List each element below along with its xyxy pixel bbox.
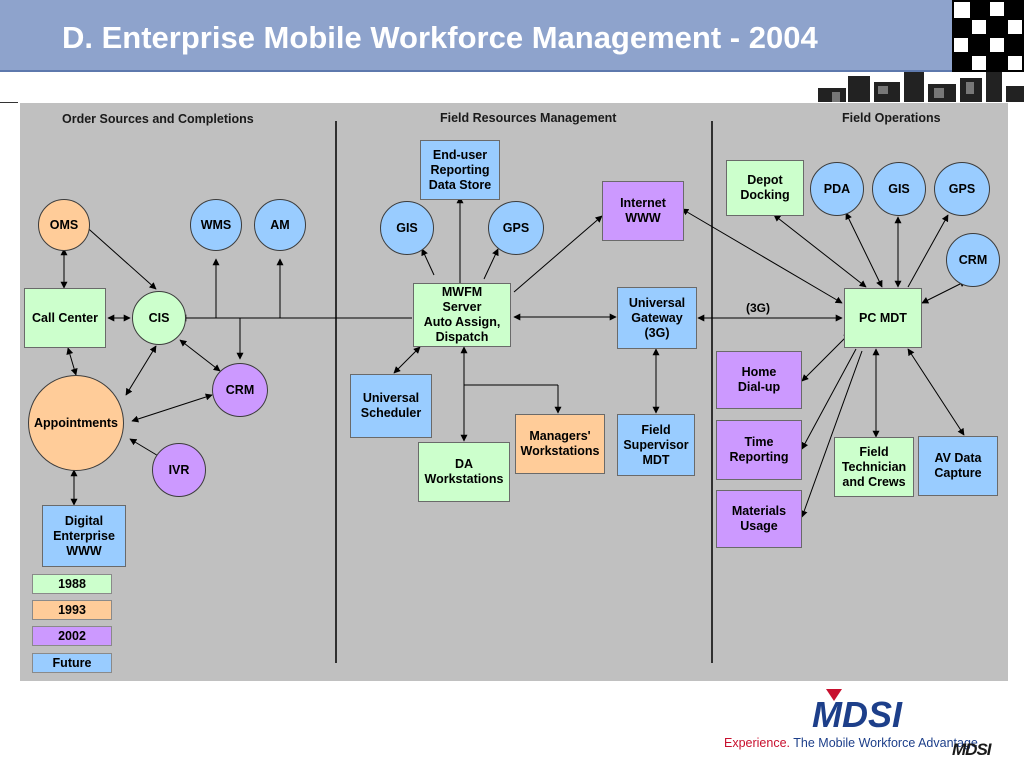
header-bar: D. Enterprise Mobile Workforce Managemen… bbox=[0, 0, 1024, 72]
node-materials-usage: Materials Usage bbox=[716, 490, 802, 548]
slide-title: D. Enterprise Mobile Workforce Managemen… bbox=[62, 20, 818, 55]
legend-future: Future bbox=[32, 653, 112, 673]
node-ivr: IVR bbox=[152, 443, 206, 497]
legend-1988: 1988 bbox=[32, 574, 112, 594]
node-pda: PDA bbox=[810, 162, 864, 216]
node-field-supervisor: Field Supervisor MDT bbox=[617, 414, 695, 476]
legend-2002: 2002 bbox=[32, 626, 112, 646]
node-gps-right: GPS bbox=[934, 162, 990, 216]
left-tick-line bbox=[0, 102, 18, 103]
section-title-field-resources: Field Resources Management bbox=[440, 111, 617, 125]
node-pc-mdt: PC MDT bbox=[844, 288, 922, 348]
node-universal-scheduler: Universal Scheduler bbox=[350, 374, 432, 438]
node-managers-workstations: Managers' Workstations bbox=[515, 414, 605, 474]
tagline-red: Experience. bbox=[724, 736, 791, 750]
node-da-workstations: DA Workstations bbox=[418, 442, 510, 502]
node-oms: OMS bbox=[38, 199, 90, 251]
connector-layer bbox=[60, 121, 967, 663]
tagline: Experience. The Mobile Workforce Advanta… bbox=[724, 736, 978, 750]
node-crm-right: CRM bbox=[946, 233, 1000, 287]
node-gps-center: GPS bbox=[488, 201, 544, 255]
node-cis: CIS bbox=[132, 291, 186, 345]
node-digital-enterprise: Digital Enterprise WWW bbox=[42, 505, 126, 567]
node-home-dialup: Home Dial-up bbox=[716, 351, 802, 409]
legend-1993: 1993 bbox=[32, 600, 112, 620]
corner-grid-decoration bbox=[952, 0, 1024, 72]
node-internet: Internet WWW bbox=[602, 181, 684, 241]
photo-strip-decoration bbox=[818, 72, 1024, 102]
node-appointments: Appointments bbox=[28, 375, 124, 471]
node-gis-center: GIS bbox=[380, 201, 434, 255]
node-am: AM bbox=[254, 199, 306, 251]
node-call-center: Call Center bbox=[24, 288, 106, 348]
node-universal-gateway: Universal Gateway (3G) bbox=[617, 287, 697, 349]
node-mwfm-server: MWFM Server Auto Assign, Dispatch bbox=[413, 283, 511, 347]
connectors bbox=[60, 196, 967, 518]
mdsi-logo: MDSI bbox=[812, 689, 903, 731]
diagram-canvas: Order Sources and Completions Field Reso… bbox=[20, 103, 1008, 681]
node-gis-right: GIS bbox=[872, 162, 926, 216]
node-av-data-capture: AV Data Capture bbox=[918, 436, 998, 496]
node-field-technician: Field Technician and Crews bbox=[834, 437, 914, 497]
header-rule bbox=[0, 70, 952, 72]
mini-logo: MDSI bbox=[952, 740, 991, 759]
node-time-reporting: Time Reporting bbox=[716, 420, 802, 480]
section-title-field-operations: Field Operations bbox=[842, 111, 941, 125]
edge-label-3g: (3G) bbox=[746, 301, 770, 315]
section-title-order-sources: Order Sources and Completions bbox=[62, 112, 254, 126]
node-crm-left: CRM bbox=[212, 363, 268, 417]
tagline-blue: The Mobile Workforce Advantage bbox=[790, 736, 978, 750]
node-depot-docking: Depot Docking bbox=[726, 160, 804, 216]
node-wms: WMS bbox=[190, 199, 242, 251]
logo-text: MDSI bbox=[812, 694, 903, 731]
node-end-user-reporting: End-user Reporting Data Store bbox=[420, 140, 500, 200]
